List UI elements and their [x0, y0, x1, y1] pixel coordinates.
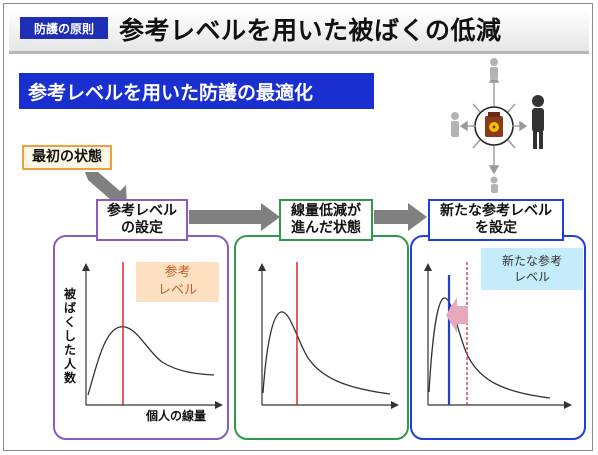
person-icon: [532, 95, 544, 149]
step-set-reference-level: 参考レベル の設定: [96, 199, 188, 241]
x-axis-label: 個人の線量: [146, 409, 207, 423]
person-icon: [490, 176, 498, 193]
dose-distribution-curve: [262, 311, 391, 395]
new-reference-level-callout: 新たな参考 レベル: [481, 248, 583, 290]
page-title: 参考レベルを用いた被ばくの低減: [119, 16, 502, 45]
chart-3: [424, 262, 572, 409]
dose-distribution-curve: [87, 326, 215, 396]
initial-state-box: 最初の状態: [22, 145, 112, 170]
step-set-new-reference-level: 新たな参考レベル を設定: [428, 199, 564, 241]
step-dose-reduced: 線量低減が 進んだ状態: [279, 199, 373, 241]
flow-arrow-1-to-2: [189, 203, 280, 231]
flow-arrow-initial: [85, 172, 127, 207]
flow-arrow-2-to-3: [374, 203, 427, 231]
subtitle-bar: 参考レベルを用いた防護の最適化: [19, 73, 374, 109]
person-icon: [451, 112, 459, 137]
reference-level-callout: 参考 レベル: [136, 262, 219, 302]
chart-1: [82, 262, 223, 409]
dose-distribution-curve: [428, 297, 551, 399]
section-tag: 防護の原則: [20, 17, 108, 39]
shift-left-arrow-icon: [446, 297, 468, 333]
chart-2: [258, 262, 399, 409]
y-axis-label: 被ばくした人数: [63, 287, 76, 385]
radiation-exposure-icon: [451, 58, 544, 193]
person-icon: [490, 58, 498, 80]
